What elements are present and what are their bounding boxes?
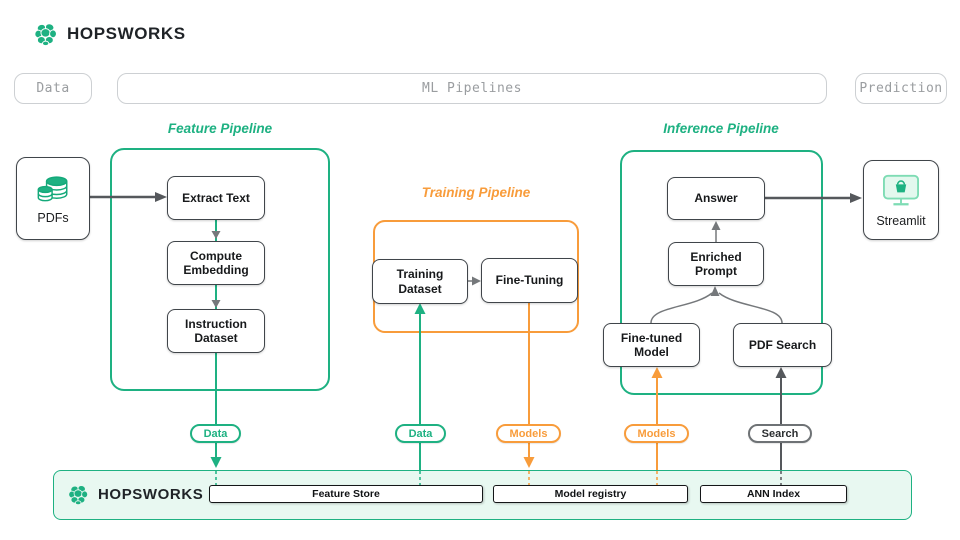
streamlit-label: Streamlit xyxy=(876,213,926,228)
legend-ml-pipelines-label: ML Pipelines xyxy=(422,81,522,96)
store-item-ann-index: ANN Index xyxy=(700,485,847,503)
node-instruction-dataset: Instruction Dataset xyxy=(167,309,265,353)
pdfs-source-box: PDFs xyxy=(16,157,90,240)
streamlit-target-box: Streamlit xyxy=(863,160,939,240)
node-fine-tuning: Fine-Tuning xyxy=(481,258,578,303)
hopsworks-hop-icon xyxy=(34,22,58,46)
node-compute-embedding: Compute Embedding xyxy=(167,241,265,285)
legend-prediction-label: Prediction xyxy=(859,81,943,96)
feature-pipeline-container xyxy=(110,148,330,391)
node-answer: Answer xyxy=(667,177,765,220)
pill-models-registry: Models xyxy=(496,424,561,443)
pill-search: Search xyxy=(748,424,812,443)
database-icon xyxy=(34,173,72,206)
node-pdf-search: PDF Search xyxy=(733,323,832,367)
node-training-dataset: Training Dataset xyxy=(372,259,468,304)
brand-wordmark: HOPSWORKS xyxy=(67,24,186,43)
pill-data-training: Data xyxy=(395,424,446,443)
store-bar-wordmark: HOPSWORKS xyxy=(98,486,204,503)
legend-data-label: Data xyxy=(36,81,70,96)
pill-models-inference: Models xyxy=(624,424,689,443)
store-item-feature-store: Feature Store xyxy=(209,485,483,503)
pill-data-feature: Data xyxy=(190,424,241,443)
store-item-model-registry: Model registry xyxy=(493,485,688,503)
inference-pipeline-container xyxy=(620,150,823,395)
store-bar-hop-icon xyxy=(68,484,89,505)
node-fine-tuned-model: Fine-tuned Model xyxy=(603,323,700,367)
streamlit-monitor-icon xyxy=(880,173,922,209)
legend-ml-pipelines: ML Pipelines xyxy=(117,73,827,104)
legend-data: Data xyxy=(14,73,92,104)
hopsworks-logo: HOPSWORKS xyxy=(34,22,186,46)
training-pipeline-title: Training Pipeline xyxy=(421,185,531,200)
node-extract-text: Extract Text xyxy=(167,176,265,220)
store-bar-logo: HOPSWORKS xyxy=(68,484,203,505)
node-enriched-prompt: Enriched Prompt xyxy=(668,242,764,286)
inference-pipeline-title: Inference Pipeline xyxy=(663,121,779,136)
legend-prediction: Prediction xyxy=(855,73,947,104)
feature-pipeline-title: Feature Pipeline xyxy=(167,121,273,136)
pdfs-label: PDFs xyxy=(37,210,69,225)
